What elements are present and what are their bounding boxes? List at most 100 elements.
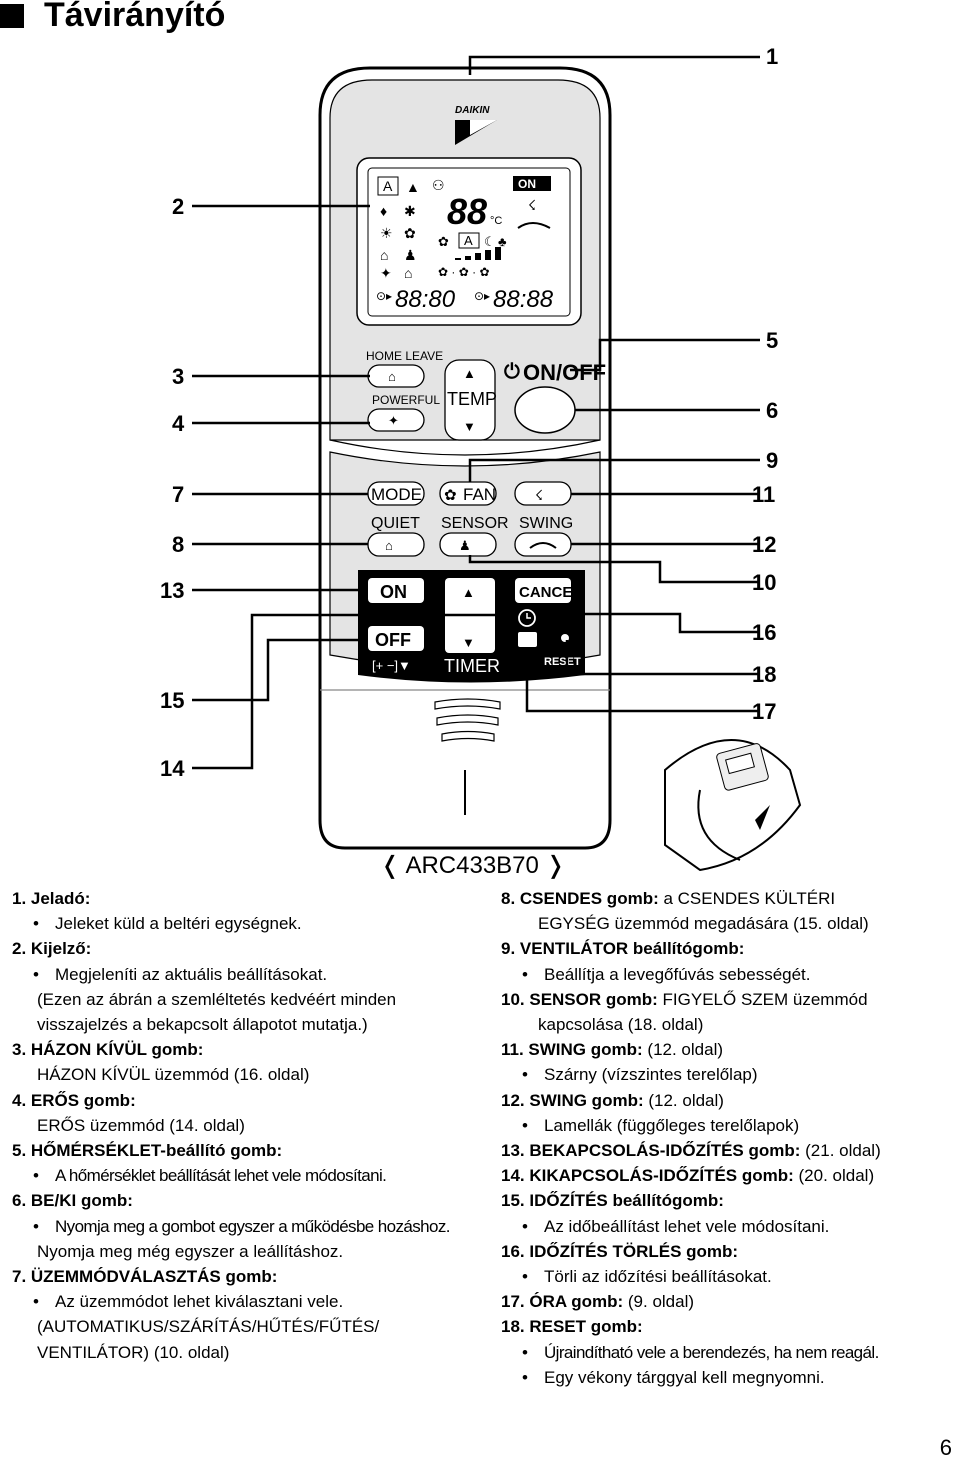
sensor-button[interactable] [439,532,497,557]
fan-speed-bars [455,247,501,260]
quiet-button[interactable] [367,532,425,557]
powerful-icon: ✦ [388,413,399,428]
legend-item: 17. ÓRA gomb: (9. oldal) [501,1289,956,1314]
legend-item-detail: (Ezen az ábrán a szemléltetés kedvéért m… [37,989,397,1009]
cancel-button[interactable] [515,578,571,603]
svg-text:⌂: ⌂ [380,247,388,263]
legend-item-label: 17. ÓRA gomb: [501,1292,624,1312]
timer-on-label: ON [380,582,407,602]
callout-6: 6 [766,398,779,423]
sensor-label: SENSOR [441,515,509,532]
fan-button[interactable] [439,481,497,506]
powerful-label: POWERFUL [372,393,440,407]
reset-label: RESET [544,656,581,668]
model-name: ❬ ARC433B70 ❭ [380,852,566,879]
quiet-icon: ⌂ [385,538,393,553]
legend-item-label: 4. ERŐS gomb: [12,1090,136,1110]
timer-up-icon: ▲ [462,585,475,600]
svg-text:✦: ✦ [380,265,392,281]
legend-item-text: FIGYELŐ SZEM üzemmód [657,989,868,1009]
legend-item-label: 13. BEKAPCSOLÁS-IDŐZÍTÉS gomb: [501,1141,801,1161]
svg-text:☀: ☀ [380,225,393,241]
callout-1: 1 [766,44,779,69]
legend-item-label: 12. SWING gomb: [501,1090,644,1110]
timer-off-label: OFF [375,630,411,650]
clock-button[interactable] [518,632,537,647]
legend-item: 1. Jeladó: [12,886,482,911]
callout-9: 9 [766,448,779,473]
legend-item-detail: ERŐS üzemmód (14. oldal) [37,1115,245,1135]
callout-lines [192,55,760,770]
legend-item: 14. KIKAPCSOLÁS-IDŐZÍTÉS gomb: (20. olda… [501,1163,956,1188]
svg-text:♟: ♟ [404,247,417,263]
callout-3: 3 [172,364,185,389]
legend-item-label: 10. SENSOR gomb: [501,989,658,1009]
legend-item-label: 8. CSENDES gomb: [501,889,659,908]
legend-item: 7. ÜZEMMÓDVÁLASZTÁS gomb: [12,1264,482,1289]
legend-item: 11. SWING gomb: (12. oldal) [501,1037,956,1062]
temp-label: TEMP [447,389,497,409]
callout-5: 5 [766,328,779,353]
timer-on-button[interactable] [368,578,424,603]
svg-text:▲: ▲ [406,179,420,195]
display-temp-unit: °C [490,215,502,227]
temp-up-icon: ▲ [463,366,476,381]
callout-11: 11 [752,482,776,507]
legend-item-label: 15. IDŐZÍTÉS beállítógomb: [501,1191,724,1211]
legend-item: 9. VENTILÁTOR beállítógomb: [501,936,956,961]
temp-button[interactable] [444,359,496,441]
page-number: 6 [939,1435,952,1460]
remote-diagram: DAIKIN A ▲ ♦✱ ☀✿ ⌂♟ ✦⌂ ⚇ 88 °C ON ☇ ✿ A … [192,55,802,872]
svg-text:A: A [464,233,473,248]
legend-item-label: 3. HÁZON KÍVÜL gomb: [12,1040,204,1060]
legend-item-detail: Szárny (vízszintes terelőlap) [501,1062,956,1087]
legend-item-detail: VENTILÁTOR) (10. oldal) [37,1342,230,1362]
legend-item: 10. SENSOR gomb: FIGYELŐ SZEM üzemmód [501,987,956,1012]
clock-icon [518,609,536,627]
legend-item-label: 11. SWING gomb: [501,1040,643,1060]
display-timer-right: 88:88 [493,286,554,313]
home-leave-label: HOME LEAVE [366,349,443,363]
on-off-button[interactable] [514,386,576,434]
legend-item-detail: Újraindítható vele a berendezés, ha nem … [501,1340,956,1365]
legend-item-detail: Lamellák (függőleges terelőlapok) [501,1113,956,1138]
svg-text:☾: ☾ [484,234,496,249]
home-leave-button[interactable] [367,364,425,388]
power-icon: ⏻ [504,361,520,383]
legend-item-text: (12. oldal) [643,1090,724,1110]
legend-item-label: 6. BE/KI gomb: [12,1191,133,1211]
legend-item: 18. RESET gomb: [501,1314,956,1339]
legend-item: 3. HÁZON KÍVÜL gomb: [12,1037,482,1062]
legend-item: 2. Kijelző: [12,936,482,961]
swing-louver-button[interactable] [514,532,572,557]
timer-off-button[interactable] [368,626,424,651]
legend-item-text: (9. oldal) [623,1292,695,1312]
title-marker [0,4,24,28]
legend-item: 8. CSENDES gomb: a CSENDES KÜLTÉRI [501,886,956,911]
swing-label: SWING [519,515,573,532]
display-fan-icons: ✿ A ☾♣ [438,232,507,249]
power-indicator-icon: ⚇ [432,177,445,193]
svg-text:✿: ✿ [438,234,449,249]
svg-text:✿: ✿ [404,225,416,241]
legend-item-detail: A hőmérséklet beállítását lehet vele mód… [12,1163,482,1188]
legend-item-label: 9. VENTILÁTOR beállítógomb: [501,939,745,959]
louver-swing-icon [529,542,557,549]
legend-item: 6. BE/KI gomb: [12,1188,482,1213]
legend-item-label: 18. RESET gomb: [501,1317,643,1337]
legend-item-text: a CSENDES KÜLTÉRI [658,889,836,908]
callout-4: 4 [172,411,185,436]
svg-text:♦: ♦ [380,203,387,219]
display-on-label: ON [518,177,536,191]
on-timer-icon: ⊙▸ [376,289,392,303]
hand-holder-illustration [664,739,802,872]
callout-17: 17 [752,699,777,724]
fan-icon: ✿ [444,487,457,504]
callout-14: 14 [160,756,185,781]
sensor-icons: ✿ · ✿ · ✿ [438,265,490,279]
callout-13: 13 [160,578,185,603]
callout-7: 7 [172,482,185,507]
battery-icon: [+ −]▼ [372,658,411,673]
powerful-button[interactable] [367,408,425,432]
